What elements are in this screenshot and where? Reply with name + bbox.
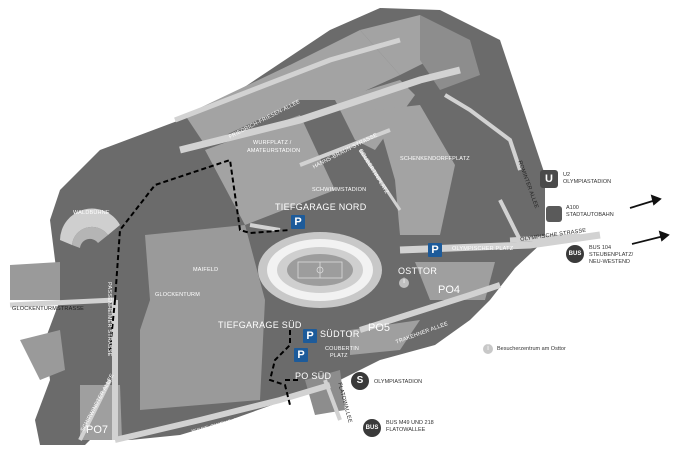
road-stadium-link (249, 223, 281, 232)
label-wurfplatz: WURFPLATZ / (253, 140, 292, 146)
parking-icon-olympischer-platz: P (428, 243, 442, 257)
label-coubertin-platz-1: COUBERTIN (325, 346, 360, 352)
legend-bus104-dest1: STEUBENPLATZ/ (589, 252, 634, 258)
label-schenkendorffplatz: SCHENKENDORFFPLATZ (400, 156, 470, 162)
label-po4: PO4 (438, 284, 461, 296)
block-amateurstadion (205, 115, 335, 225)
label-waldbuehne: WALDBÜHNE (73, 210, 110, 216)
legend-busm49-stop: FLATOWALLEE (386, 427, 426, 433)
block-schenkendorf (375, 105, 455, 235)
info-icon-osttor: i (403, 278, 405, 285)
road-upper (174, 37, 401, 123)
autobahn-icon (546, 206, 562, 222)
legend-sbahn-station: OLYMPIASTADION (374, 379, 423, 385)
label-olympischer-platz: OLYMPISCHER PLATZ (452, 246, 514, 252)
info-icon-legend: i (483, 344, 493, 354)
u-bahn-icon: U (540, 170, 558, 188)
label-maifeld: MAIFELD (193, 267, 219, 273)
road-glockenturm (9, 297, 116, 308)
road-rominter-upper (443, 93, 522, 171)
block-left (10, 262, 60, 300)
parking-icon-po-sued: P (294, 348, 308, 362)
legend-bus-m49: BUS M49 UND 218 FLATOWALLEE (386, 420, 434, 434)
block-maifeld (140, 225, 265, 410)
legend-u2-line: U2 (563, 172, 571, 178)
block-po7 (80, 385, 122, 440)
legend-a100-text: STADTAUTOBAHN (566, 212, 614, 218)
legend-bus-104: BUS 104 STEUBENPLATZ/ NEU-WESTEND (589, 245, 633, 266)
waldbuehne-amphitheater (60, 208, 120, 248)
legend-bus104-dest2: NEU-WESTEND (589, 259, 630, 265)
legend-a100-code: A100 (566, 205, 579, 211)
road-network (9, 37, 601, 443)
road-flatow (323, 379, 342, 421)
road-coubertin (358, 149, 402, 211)
road-hanns-braun (299, 128, 391, 167)
legend-besucherzentrum: Besucherzentrum am Osttor (497, 346, 566, 352)
legend-bus104-line: BUS 104 (589, 245, 612, 251)
walking-route (109, 158, 300, 406)
info-marker-circle (399, 278, 409, 288)
label-suedtor: SÜDTOR (320, 329, 360, 339)
block-right-upper (420, 15, 480, 90)
s-bahn-icon: S (351, 372, 369, 390)
label-passenheimer-strasse: PASSENHEIMER STRASSE (106, 282, 112, 357)
block-mid-upper (335, 80, 415, 150)
legend-busm49-line: BUS M49 UND 218 (386, 420, 434, 426)
label-tiefgarage-nord: TIEFGARAGE NORD (275, 202, 367, 212)
label-tiefgarage-sued: TIEFGARAGE SÜD (218, 320, 302, 330)
road-friedrich-friesen (179, 66, 461, 154)
legend-u2-station: OLYMPIASTADION (563, 179, 612, 185)
label-osttor: OSTTOR (398, 266, 438, 276)
legend-a100: A100 STADTAUTOBAHN (566, 205, 614, 219)
road-rominter (498, 199, 522, 241)
label-po7: PO7 (86, 424, 109, 436)
direction-arrows (629, 194, 670, 245)
parking-icon-tiefgarage-nord: P (291, 215, 305, 229)
label-coubertin-platz-2: PLATZ (330, 353, 348, 359)
road-olympische-east (509, 233, 581, 243)
bus-104-icon: BUS (566, 245, 584, 263)
road-schirwindter (78, 379, 112, 441)
legend-u2: U2 OLYMPIASTADION (563, 172, 611, 186)
label-glockenturm: GLOCKENTURM (155, 292, 200, 298)
block-left-lower (20, 330, 65, 380)
road-trakehner (359, 282, 501, 333)
bus-m49-icon: BUS (363, 419, 381, 437)
label-glockenturmstrasse: GLOCKENTURMSTRASSE (12, 306, 85, 312)
parking-icon-tiefgarage-sued: P (303, 329, 317, 343)
label-po-sued: PO SÜD (295, 371, 332, 381)
label-po5: PO5 (368, 322, 391, 334)
label-schwimmstadion: SCHWIMMSTADION (312, 187, 367, 193)
stadium (258, 232, 382, 308)
road-jesse-owens (114, 382, 331, 443)
label-amateurstadion: AMATEURSTADION (247, 148, 301, 154)
